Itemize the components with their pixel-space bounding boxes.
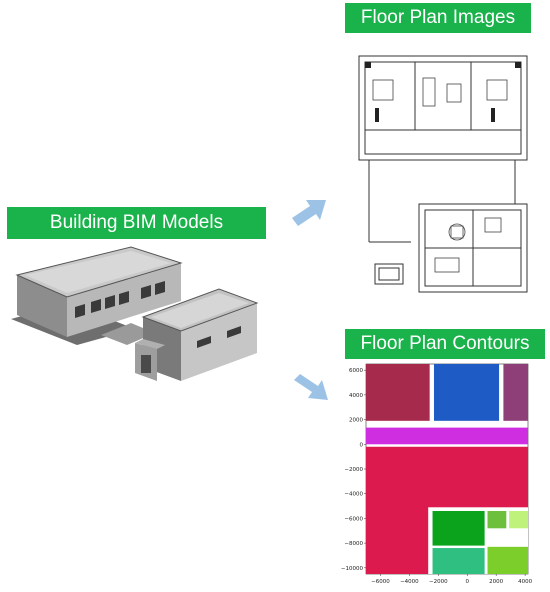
x-tick-label: −2000 [429, 579, 448, 585]
y-tick-label: −8000 [344, 541, 363, 547]
x-tick-label: 2000 [489, 579, 503, 585]
x-tick-label: −4000 [400, 579, 419, 585]
floor-plan-contour-chart: −6000 −4000 −2000 0 2000 4000 6000 4000 2000 0 −20… [341, 363, 533, 585]
y-tick-label: 6000 [349, 368, 363, 374]
y-tick-label: 4000 [349, 393, 363, 399]
y-tick-label: −2000 [344, 467, 363, 473]
contour-region-4 [366, 427, 528, 445]
x-tick-label: −6000 [371, 579, 390, 585]
building-bim-models-label: Building BIM Models [7, 207, 266, 239]
y-tick-label: −10000 [341, 566, 364, 572]
contour-region-9 [509, 511, 528, 529]
contour-region-10 [432, 548, 485, 574]
floor-plan-images-label: Floor Plan Images [345, 3, 531, 33]
y-tick-label: 2000 [349, 418, 363, 424]
contour-region-2 [433, 364, 500, 421]
bim-model-illustration [11, 246, 259, 381]
y-tick-label: −4000 [344, 492, 363, 498]
contour-region-8 [487, 511, 507, 529]
y-tick-label: 0 [360, 442, 364, 448]
x-tick-label: 4000 [518, 579, 532, 585]
y-tick-label: −6000 [344, 516, 363, 522]
arrow-to-images-icon [292, 200, 326, 226]
contour-region-1 [366, 364, 430, 421]
floor-plan-drawing [358, 55, 528, 293]
floor-plan-contours-label: Floor Plan Contours [345, 329, 545, 359]
arrow-to-contours-icon [294, 374, 328, 400]
contour-region-3 [503, 364, 528, 421]
contour-region-7 [432, 511, 485, 546]
x-tick-label: 0 [466, 579, 470, 585]
contour-region-11 [487, 546, 528, 574]
